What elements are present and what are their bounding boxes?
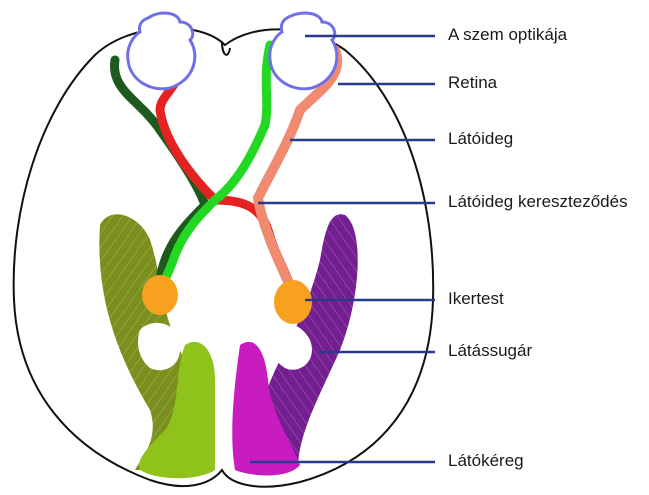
label-optic-nerve: Látóideg <box>448 129 513 149</box>
label-lgn: Ikertest <box>448 289 504 309</box>
label-optics: A szem optikája <box>448 25 567 45</box>
label-cortex: Látókéreg <box>448 451 524 471</box>
label-radiation: Látássugár <box>448 341 532 361</box>
brain-outline <box>14 28 434 487</box>
label-chiasm: Látóideg kereszteződés <box>448 192 628 212</box>
right-lgn <box>274 280 312 324</box>
right-eye <box>270 13 337 89</box>
left-eye <box>128 13 195 89</box>
left-lgn <box>142 275 178 315</box>
label-retina: Retina <box>448 73 497 93</box>
